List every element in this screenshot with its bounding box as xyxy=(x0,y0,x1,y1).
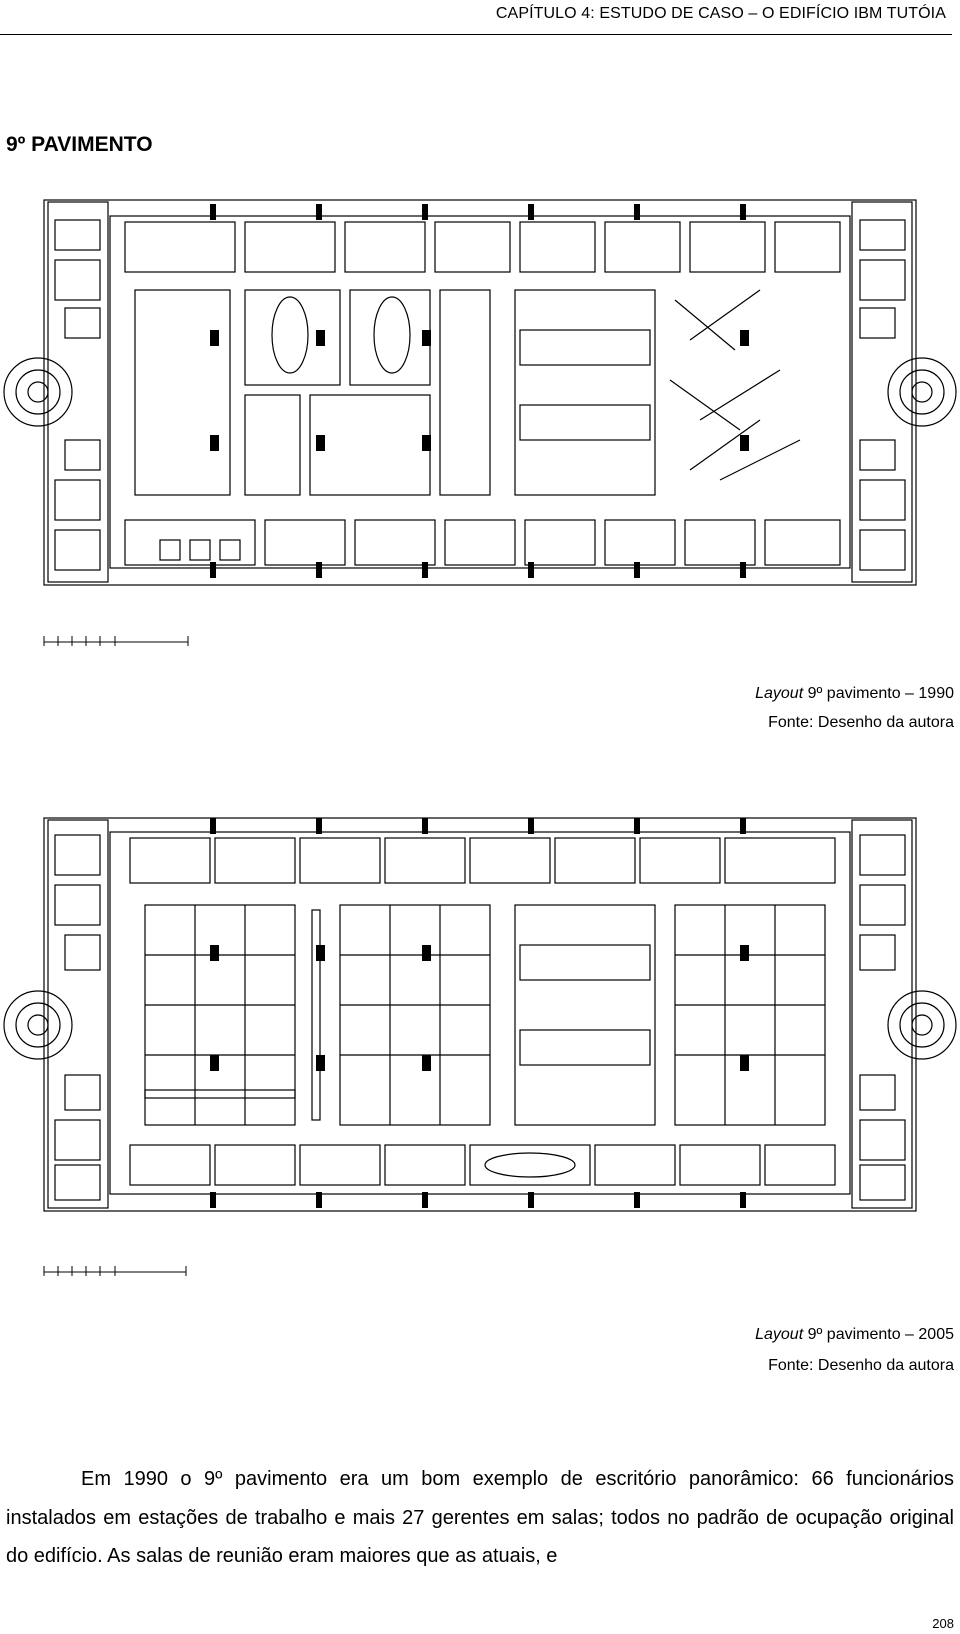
figure-source-2005: Fonte: Desenho da autora xyxy=(768,1357,954,1374)
section-title: 9º PAVIMENTO xyxy=(6,133,153,156)
body-paragraph-text: Em 1990 o 9º pavimento era um bom exempl… xyxy=(6,1468,954,1567)
caption-italic: Layout xyxy=(755,685,804,702)
floor-plan-2005 xyxy=(0,800,960,1300)
figure-source-1990: Fonte: Desenho da autora xyxy=(768,714,954,731)
scale-bar-2005 xyxy=(43,1266,187,1276)
page-number: 208 xyxy=(932,1616,954,1631)
running-title: CAPÍTULO 4: ESTUDO DE CASO – O EDIFÍCIO … xyxy=(495,5,946,22)
floor-plan-1990 xyxy=(0,180,960,650)
caption-italic: Layout xyxy=(755,1326,804,1343)
caption-text: 9º pavimento – 2005 xyxy=(803,1326,954,1343)
caption-text: 9º pavimento – 1990 xyxy=(803,685,954,702)
figure-caption-1990: Layout 9º pavimento – 1990 xyxy=(755,685,954,703)
floor-plan-2005-drawing xyxy=(3,817,957,1276)
floor-plan-1990-drawing xyxy=(3,199,957,646)
running-header: CAPÍTULO 4: ESTUDO DE CASO – O EDIFÍCIO … xyxy=(0,0,952,35)
scale-bar-1990 xyxy=(43,636,189,646)
body-paragraph: Em 1990 o 9º pavimento era um bom exempl… xyxy=(6,1460,954,1576)
figure-caption-2005: Layout 9º pavimento – 2005 xyxy=(755,1326,954,1344)
